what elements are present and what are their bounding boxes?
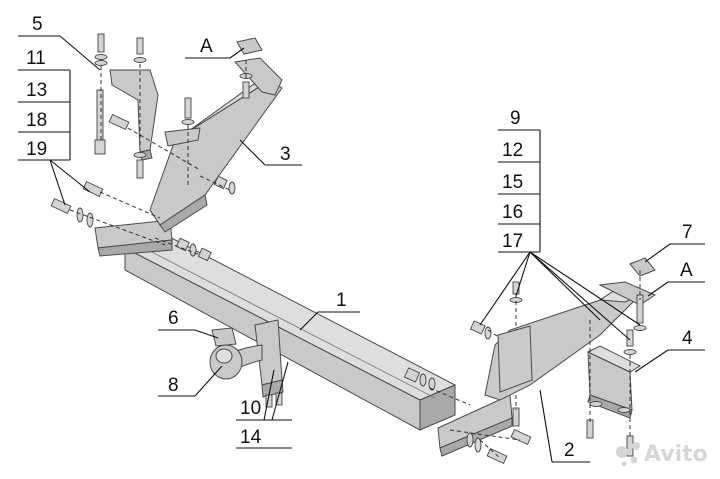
- plate-a-left: [236, 37, 263, 55]
- callout-8: 8: [168, 375, 179, 396]
- callout-10: 10: [240, 398, 261, 419]
- avito-watermark: Avito: [616, 442, 708, 467]
- callout-labels: 5 11 13 18 19 A 3 1 6 8 10 14 9 12 15 16…: [26, 14, 693, 461]
- callout-4: 4: [682, 328, 693, 349]
- plate-7: [629, 257, 656, 277]
- callout-6: 6: [168, 308, 179, 329]
- watermark-brand: Avito: [644, 442, 708, 467]
- callout-12: 12: [502, 140, 523, 161]
- callout-18: 18: [26, 110, 47, 131]
- right-flange: [437, 394, 513, 457]
- callout-19: 19: [26, 139, 47, 160]
- callout-11: 11: [26, 48, 46, 69]
- left-flange: [94, 219, 173, 257]
- avito-logo-icon: [616, 442, 640, 467]
- callout-9: 9: [510, 108, 521, 129]
- assembly-axes: [69, 60, 641, 459]
- callout-1: 1: [336, 290, 347, 311]
- leader-lines: [18, 35, 705, 463]
- right-side-bracket: [484, 281, 657, 401]
- callout-13: 13: [26, 80, 47, 101]
- callout-5: 5: [32, 14, 43, 35]
- crossbar: [123, 231, 457, 431]
- callout-7: 7: [682, 222, 693, 243]
- right-lower-bracket: [586, 345, 642, 419]
- callout-2: 2: [564, 440, 575, 461]
- left-side-bracket: [149, 57, 283, 233]
- callout-14: 14: [240, 427, 262, 448]
- callout-a-left: A: [200, 36, 213, 57]
- callout-16: 16: [502, 202, 523, 223]
- callout-3: 3: [280, 144, 291, 165]
- callout-17: 17: [502, 231, 523, 252]
- callout-a-right: A: [680, 260, 693, 281]
- callout-15: 15: [502, 172, 523, 193]
- upper-left-bracket: [109, 69, 159, 161]
